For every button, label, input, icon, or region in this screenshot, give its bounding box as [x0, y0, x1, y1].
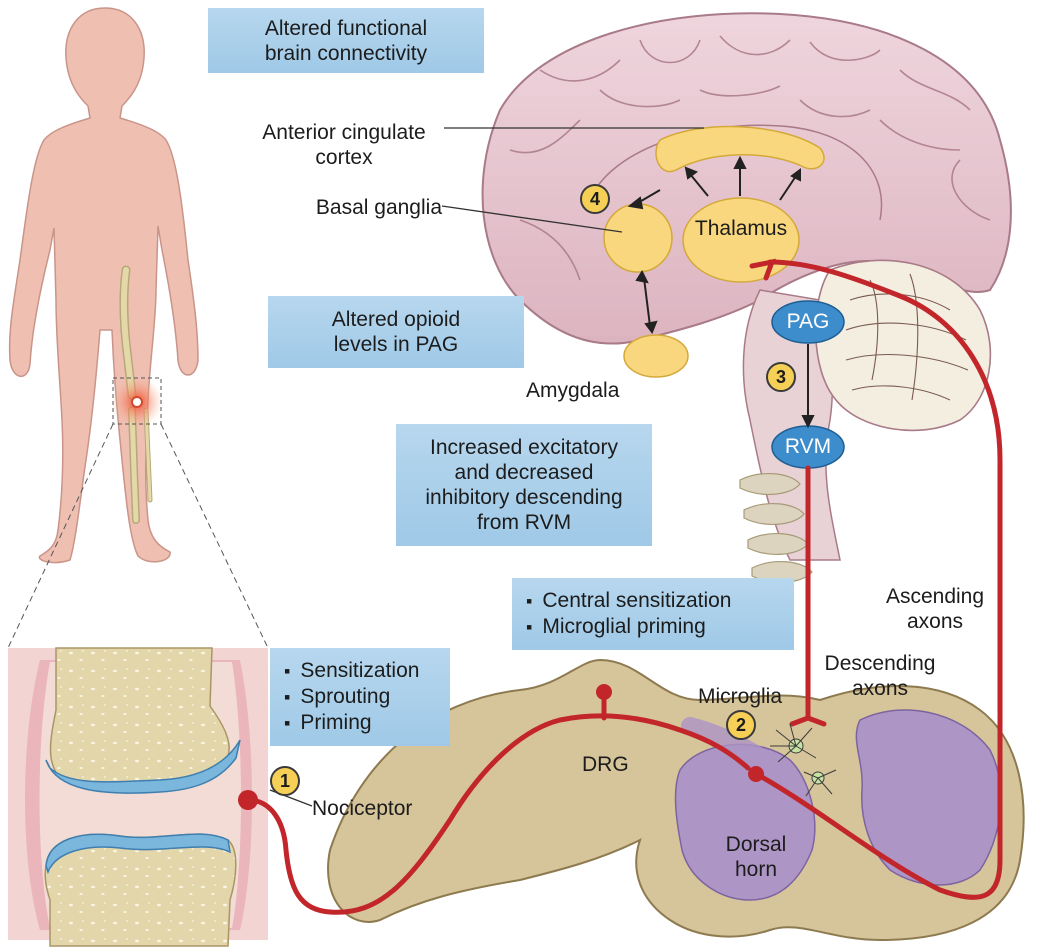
knee-joint-panel [8, 647, 268, 947]
label-descending-axons: Descending axons [812, 651, 948, 701]
label-microglia: Microglia [698, 685, 783, 708]
drg-soma [596, 684, 612, 700]
callout-line: Increased excitatory [430, 436, 618, 459]
callout-line: levels in PAG [333, 333, 459, 356]
callout-rvm-descending: Increased excitatory and decreased inhib… [396, 424, 652, 546]
label-rvm: RVM [784, 435, 832, 458]
nerve-fibers [245, 259, 1003, 915]
label-thalamus: Thalamus [694, 217, 788, 240]
label-line: Dorsal [725, 833, 787, 856]
step-badge-3: 3 [766, 362, 796, 392]
step-badge-1: 1 [270, 766, 300, 796]
synapse-terminal [748, 766, 764, 782]
label-line: axons [851, 677, 909, 700]
callout-line: inhibitory descending [425, 486, 623, 509]
label-pag: PAG [786, 310, 830, 333]
label-amygdala: Amygdala [526, 379, 620, 402]
step-badge-4: 4 [580, 184, 610, 214]
spinal-cord [327, 658, 1025, 942]
label-line: axons [906, 610, 964, 633]
callout-line: Altered functional [264, 16, 428, 40]
label-anterior-cingulate-cortex: Anterior cingulate cortex [244, 120, 444, 170]
callout-item: Central sensitization [526, 588, 731, 614]
label-line: Anterior cingulate [262, 121, 426, 144]
label-line: horn [734, 858, 778, 881]
brain-structures [603, 125, 845, 469]
callout-line: and decreased [454, 461, 594, 484]
callout-line: Altered opioid [331, 308, 461, 331]
label-line: Descending [824, 652, 936, 675]
thalamus-terminal [749, 258, 776, 281]
callout-item: Microglial priming [526, 614, 705, 640]
step-badge-2: 2 [726, 710, 756, 740]
microglia-cells [770, 723, 837, 797]
callout-opioid: Altered opioid levels in PAG [268, 296, 524, 368]
label-line: cortex [315, 146, 373, 169]
callout-central: Central sensitization Microglial priming [512, 578, 794, 650]
label-dorsal-horn: Dorsal horn [716, 832, 796, 882]
callout-item: Sensitization [284, 658, 419, 684]
callout-item: Sprouting [284, 684, 390, 710]
callout-peripheral: Sensitization Sprouting Priming [270, 648, 450, 746]
callout-line: from RVM [476, 511, 572, 534]
label-drg: DRG [582, 753, 629, 776]
callout-connectivity: Altered functional brain connectivity [208, 8, 484, 73]
child-figure [7, 7, 269, 649]
callout-item: Priming [284, 710, 371, 736]
label-line: Ascending [885, 585, 985, 608]
label-ascending-axons: Ascending axons [872, 584, 998, 634]
label-basal-ganglia: Basal ganglia [315, 196, 442, 219]
callout-line: brain connectivity [264, 41, 428, 65]
nociceptor-terminal [238, 790, 258, 810]
label-nociceptor: Nociceptor [312, 797, 413, 820]
pathway-arrows [627, 155, 815, 429]
